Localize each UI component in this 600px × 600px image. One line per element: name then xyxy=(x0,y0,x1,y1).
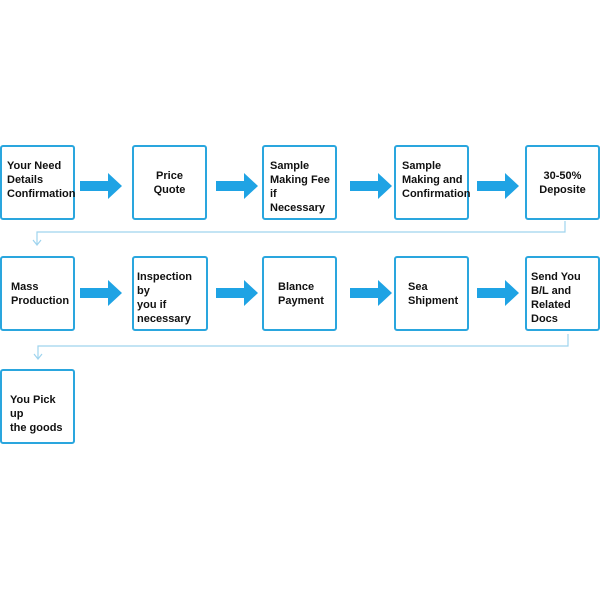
flow-arrow-7 xyxy=(350,280,392,306)
flow-arrow-1 xyxy=(80,173,122,199)
step-box-inspection: Inspection by you if necessary xyxy=(132,256,208,331)
flow-arrow-8 xyxy=(477,280,519,306)
row-connector-2-head xyxy=(33,353,43,360)
step-box-need-details: Your Need Details Confirmation xyxy=(0,145,75,220)
flow-arrow-6 xyxy=(216,280,258,306)
flow-arrow-2 xyxy=(216,173,258,199)
row-connector-1 xyxy=(36,221,566,244)
flow-arrow-4 xyxy=(477,173,519,199)
flow-arrow-3 xyxy=(350,173,392,199)
row-connector-1-head xyxy=(32,239,42,246)
step-box-sample-fee: Sample Making Fee if Necessary xyxy=(262,145,337,220)
step-box-deposit: 30-50% Deposite xyxy=(525,145,600,220)
step-box-sea-shipment: Sea Shipment xyxy=(394,256,469,331)
step-box-pick-up: You Pick up the goods xyxy=(0,369,75,444)
flow-arrow-5 xyxy=(80,280,122,306)
step-box-send-docs: Send You B/L and Related Docs xyxy=(525,256,600,331)
step-box-balance-payment: Blance Payment xyxy=(262,256,337,331)
row-connector-2 xyxy=(37,334,569,358)
step-box-mass-production: Mass Production xyxy=(0,256,75,331)
step-box-sample-making: Sample Making and Confirmation xyxy=(394,145,470,220)
step-box-price-quote: Price Quote xyxy=(132,145,207,220)
